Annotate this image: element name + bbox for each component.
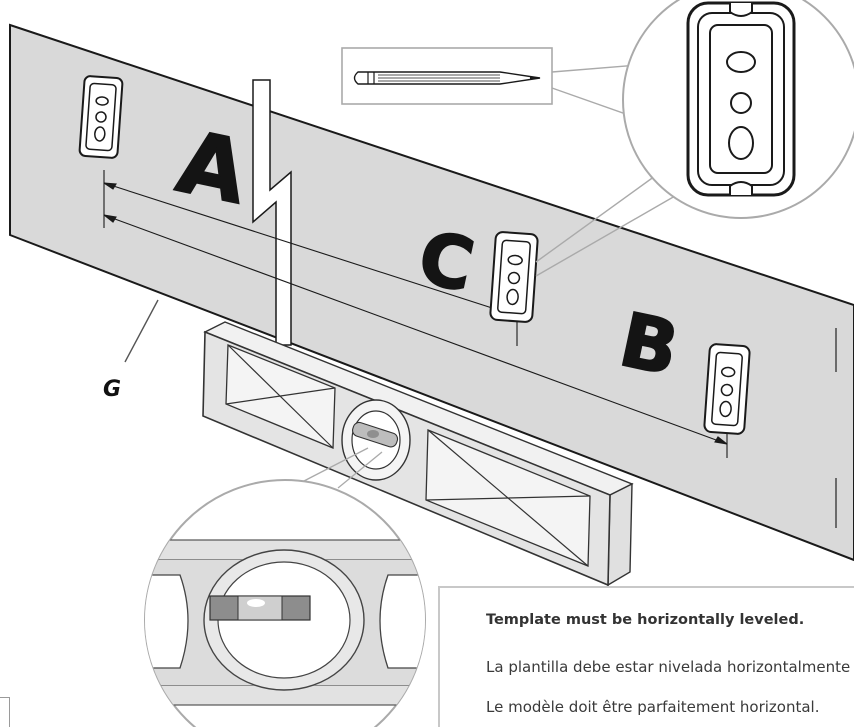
level-callout-line: [301, 447, 369, 483]
level-callout-line: [337, 451, 383, 489]
bracket-c-icon: [489, 231, 539, 323]
bracket-a-icon: [78, 75, 124, 159]
label-g: G: [103, 377, 121, 402]
note-spanish: La plantilla debe estar nivelada horizon…: [486, 658, 851, 676]
spirit-level-icon: [202, 321, 634, 587]
note-english: Template must be horizontally leveled.: [486, 612, 805, 628]
wall-template: [9, 23, 854, 562]
bracket-b-icon: [703, 343, 751, 435]
pencil-icon: [341, 47, 553, 105]
bracket-closeup-callout: [622, 0, 854, 219]
magnifier-callout-icon: [144, 479, 426, 727]
template-break: [252, 79, 292, 346]
edge-leader-line: [124, 299, 159, 363]
corner-crop-mark: [0, 697, 10, 727]
instruction-note: Template must be horizontally leveled. L…: [438, 586, 854, 727]
note-french: Le modèle doit être parfaitement horizon…: [486, 698, 820, 716]
